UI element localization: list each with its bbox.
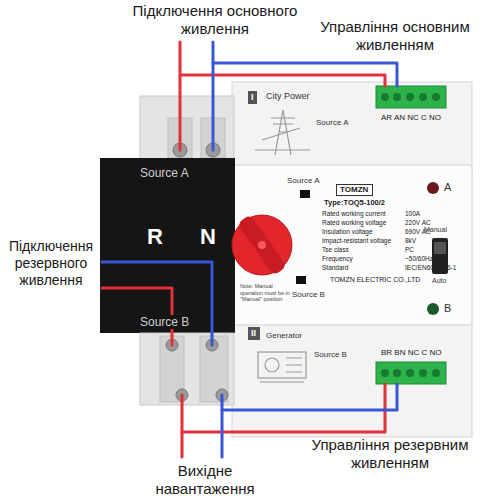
node-text: Source B [138,315,191,329]
pin-names: BR BN NC C NO [381,348,441,358]
section-badge: I [248,91,257,104]
pin-screw [419,369,427,377]
spec-value: PC [405,246,414,254]
terminal-screws [381,93,440,377]
blue-wire [102,262,212,345]
source-label: Source A [316,118,348,128]
pin-names: AR AN NC C NO [381,113,441,123]
section-title: City Power [266,91,310,102]
control-terminal-a [376,86,446,108]
note-text: Note: Manual operation must be in "Manua… [240,283,292,303]
blue-wire [212,42,215,150]
red-wire [181,395,184,457]
section-title: Generator [266,331,302,341]
knob-dot [258,241,266,249]
node-text: TOMZN [340,185,369,195]
spec-value: ~50/60Hz [405,255,433,263]
spec-name: Impact-resistant voltage [322,237,391,245]
source-label: Source B [292,290,325,300]
front-face [234,165,472,325]
red-wire [180,75,385,86]
power-tower-icon [255,110,310,155]
spec-name: Frequency [322,255,353,263]
callout-text: Підключення основного живлення [115,2,315,38]
spec-value: 8kV [405,237,416,245]
spec-name: Insulation voltage [322,228,373,236]
pin-screw [406,93,414,101]
blue-wire [213,63,397,86]
blue-wire [221,395,224,457]
source-label: Source A [287,176,319,186]
source-label: Source B [314,350,347,360]
bottom-terminal-block [140,333,234,405]
pin-screw [406,369,414,377]
callout-text: Управління резервним живленням [300,436,480,472]
generator-lines [260,358,304,382]
indicator-light-b [427,303,439,315]
pin-screw [419,93,427,101]
pin-screw [393,369,401,377]
mode-switch-slider [434,242,446,254]
switch-label: Auto [432,277,446,285]
light-label: B [444,302,451,315]
spec-name: Rated working voltage [322,219,386,227]
callout-text: Підключення резервного живлення [2,238,100,288]
node-text: Source A [138,166,191,180]
top-terminal-block [140,96,234,160]
node-text: R [145,224,165,250]
callout-text: Вихідне навантаження [135,462,275,498]
indicator-window [296,276,306,284]
control-terminal-b [376,362,446,384]
light-label: A [444,181,451,194]
pin-screw [432,369,440,377]
spec-value: 220V AC [405,219,431,227]
brand-badge: TOMZN [336,184,373,196]
pin-screw [381,93,389,101]
section-badge: II [248,327,260,340]
tower-wire [255,128,310,150]
terminal-slot [200,336,228,402]
pin-screw [393,93,401,101]
rotary-knob [232,215,292,275]
bottom-module [232,322,472,437]
generator-wheel [265,358,279,372]
pin-screw [381,369,389,377]
maker-label: TOMZN ELECTRIC CO.,LTD [330,276,420,284]
spec-value: 100A [405,210,420,218]
node-text: I [251,92,254,103]
spec-name: Tse class [322,246,349,254]
wire-group [102,42,397,457]
top-module [232,82,472,172]
tower-lines [271,110,295,155]
red-wire [182,384,385,432]
node-text: II [251,328,257,339]
spec-name: Standard [322,264,348,272]
blue-wire [222,384,397,410]
spec-name: Rated working current [322,210,386,218]
indicator-light-a [427,182,439,194]
red-wire [179,42,182,150]
switch-module: Source A R N Source B [100,158,235,333]
generator-icon [258,352,306,382]
type-label: Type:TOQ5-100/2 [324,198,385,207]
node-text: N [198,224,218,250]
knob-handle [237,214,287,276]
indicator-window [300,190,310,198]
switch-module-body [100,158,235,333]
switch-label: Manual [424,226,447,234]
callout-text: Управління основним живленням [305,18,485,54]
spec-value: IEC/EN60947-6-1 [405,264,456,272]
pin-screw [432,93,440,101]
